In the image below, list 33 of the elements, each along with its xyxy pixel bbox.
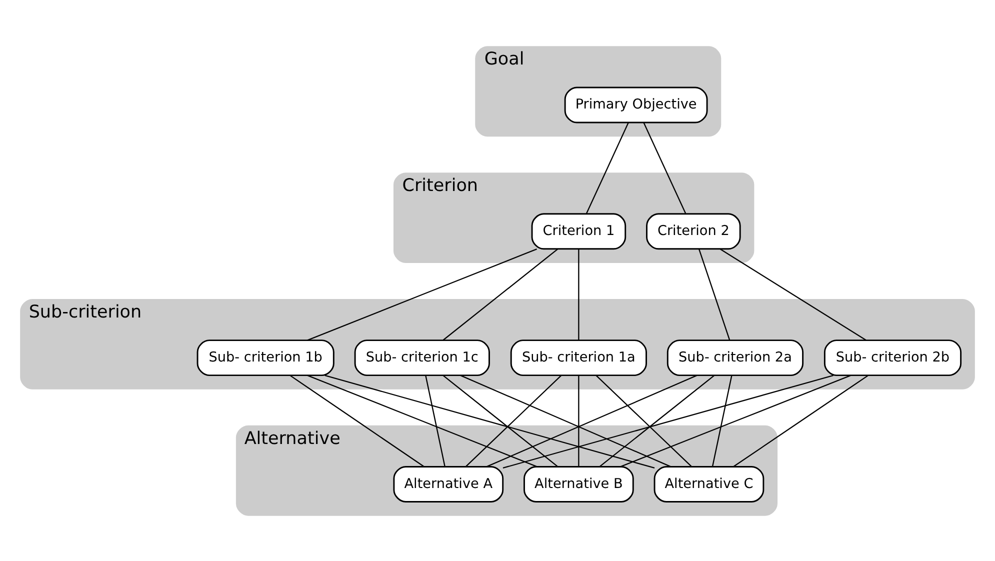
connector	[578, 248, 580, 340]
node-box: Alternative C	[654, 465, 764, 502]
connector	[466, 374, 562, 466]
connector	[502, 374, 834, 468]
connector	[712, 374, 732, 466]
connector	[620, 374, 851, 467]
connector	[596, 374, 692, 466]
connector	[586, 122, 629, 214]
node-box: Sub- criterion 1b	[196, 339, 334, 376]
node-box: Criterion 1	[531, 212, 626, 250]
node-box: Primary Objective	[564, 86, 708, 123]
connector	[425, 374, 446, 466]
connector	[460, 374, 672, 467]
connector	[599, 374, 714, 466]
connector	[307, 248, 537, 340]
connector	[486, 374, 698, 467]
connector	[324, 374, 655, 468]
node-box: Criterion 2	[646, 212, 741, 250]
node-box: Sub- criterion 2b	[824, 339, 962, 376]
connector	[643, 122, 686, 214]
connector	[733, 374, 868, 467]
connector	[720, 248, 866, 340]
node-box: Sub- criterion 2a	[666, 339, 804, 376]
connector	[442, 248, 558, 340]
node-box: Sub- criterion 1c	[354, 339, 490, 376]
connector	[290, 374, 424, 467]
connector	[698, 248, 730, 340]
connector	[442, 374, 558, 466]
connector	[578, 375, 580, 466]
connector	[307, 374, 538, 467]
node-box: Sub- criterion 1a	[510, 339, 647, 376]
node-box: Alternative B	[524, 465, 634, 502]
node-box: Alternative A	[393, 465, 504, 502]
